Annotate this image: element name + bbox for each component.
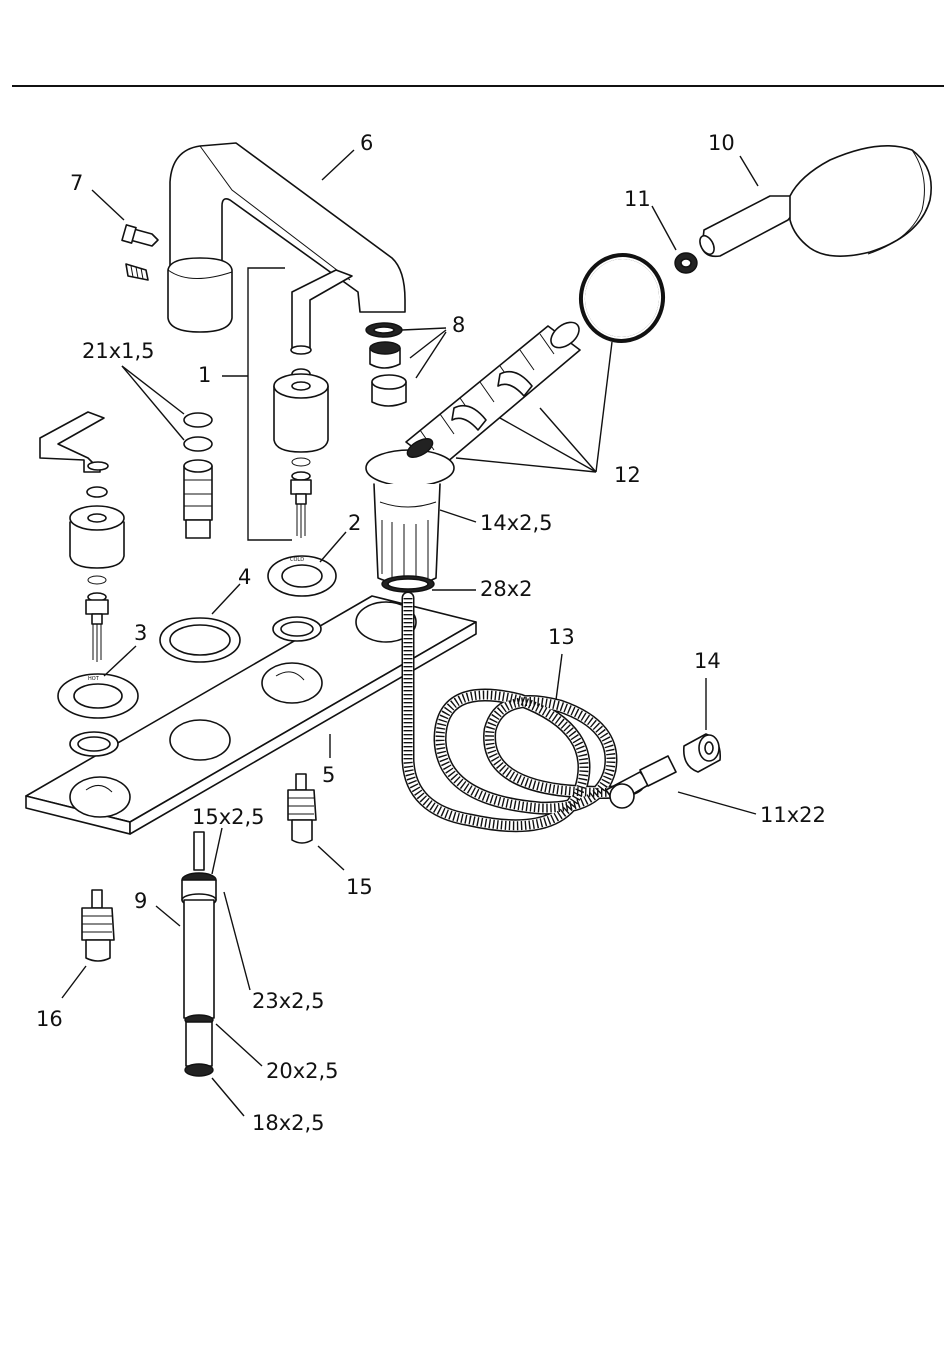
callout-6: 6 xyxy=(360,131,373,155)
callout-20x2-5: 20x2,5 xyxy=(266,1059,339,1083)
callout-23x2-5: 23x2,5 xyxy=(252,989,325,1013)
part-10-hand-shower xyxy=(697,146,931,257)
clip-ring-upper xyxy=(273,617,321,641)
callout-21x1-5: 21x1,5 xyxy=(82,339,155,363)
plate-3-label: HOT xyxy=(88,676,100,682)
callout-16: 16 xyxy=(36,1007,63,1031)
part-7-screw xyxy=(122,225,158,280)
callout-4: 4 xyxy=(238,565,251,589)
callout-5: 5 xyxy=(322,763,335,787)
part-6-spout xyxy=(168,143,405,332)
callout-14x2-5: 14x2,5 xyxy=(480,511,553,535)
clip-ring-lower xyxy=(70,732,118,756)
part-12-oring xyxy=(575,250,668,347)
callout-18x2-5: 18x2,5 xyxy=(252,1111,325,1135)
part-14-connector xyxy=(684,734,720,772)
callout-15: 15 xyxy=(346,875,373,899)
part-3-plate: HOT xyxy=(58,674,138,718)
callout-13: 13 xyxy=(548,625,575,649)
callout-15x2-5: 15x2,5 xyxy=(192,805,265,829)
part-15-valve xyxy=(288,774,316,843)
callout-1: 1 xyxy=(198,363,211,387)
callout-28x2: 28x2 xyxy=(480,577,533,601)
callout-7: 7 xyxy=(70,171,83,195)
part-16-valve xyxy=(82,890,114,961)
callout-11: 11 xyxy=(624,187,651,211)
part-8-aerator xyxy=(366,323,406,406)
callout-8: 8 xyxy=(452,313,465,337)
callout-12: 12 xyxy=(614,463,641,487)
part-2-plate: COLD xyxy=(268,556,336,596)
callout-3: 3 xyxy=(134,621,147,645)
callout-10: 10 xyxy=(708,131,735,155)
part-21-cartridge xyxy=(184,413,212,538)
callout-9: 9 xyxy=(134,889,147,913)
part-1-handle-right xyxy=(274,270,352,538)
part-4-ring xyxy=(160,618,240,662)
callout-2: 2 xyxy=(348,511,361,535)
part-9-diverter xyxy=(182,832,216,1076)
callout-11x22: 11x22 xyxy=(760,803,826,827)
plate-2-label: COLD xyxy=(290,557,304,563)
part-1-handle-left xyxy=(40,412,124,662)
part-11-washer xyxy=(675,253,697,273)
callout-14: 14 xyxy=(694,649,721,673)
